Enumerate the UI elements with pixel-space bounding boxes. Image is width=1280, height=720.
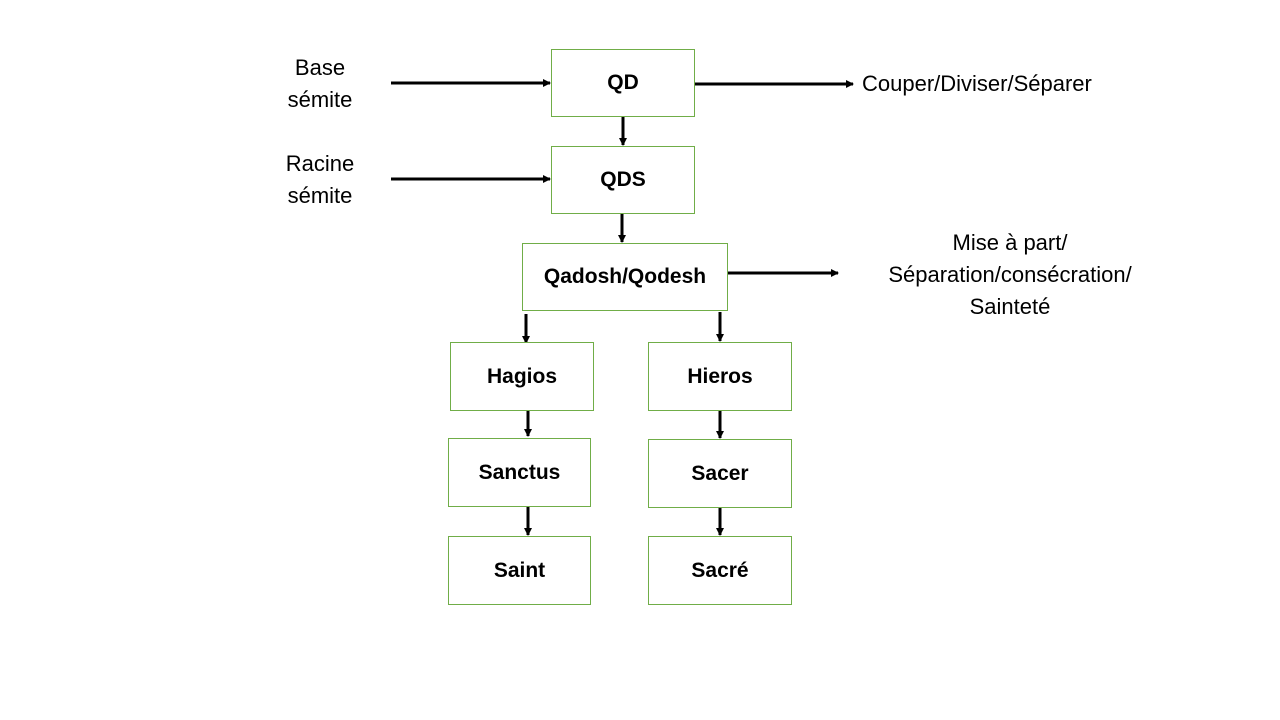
- meaning-qadosh-line3: Sainteté: [969, 294, 1051, 319]
- box-qadosh: Qadosh/Qodesh: [522, 243, 728, 311]
- box-hagios: Hagios: [450, 342, 594, 411]
- meaning-qd: Couper/Diviser/Séparer: [862, 71, 1092, 96]
- box-sacre: Sacré: [648, 536, 792, 605]
- box-sanctus: Sanctus: [448, 438, 591, 507]
- box-qd: QD: [551, 49, 695, 117]
- box-qds: QDS: [551, 146, 695, 214]
- meaning-qadosh-line2: Séparation/consécration/: [888, 262, 1132, 287]
- box-saint: Saint: [448, 536, 591, 605]
- label-base-line2: sémite: [287, 87, 353, 112]
- label-racine-line2: sémite: [287, 183, 353, 208]
- label-racine-line1: Racine: [285, 151, 355, 176]
- meaning-qadosh: Mise à part/ Séparation/consécration/ Sa…: [856, 227, 1164, 323]
- label-racine-semite: Racine sémite: [270, 148, 370, 212]
- label-base-semite: Base sémite: [270, 52, 370, 116]
- meaning-qadosh-line1: Mise à part/: [952, 230, 1068, 255]
- box-hieros: Hieros: [648, 342, 792, 411]
- label-base-line1: Base: [294, 55, 346, 80]
- box-sacer: Sacer: [648, 439, 792, 508]
